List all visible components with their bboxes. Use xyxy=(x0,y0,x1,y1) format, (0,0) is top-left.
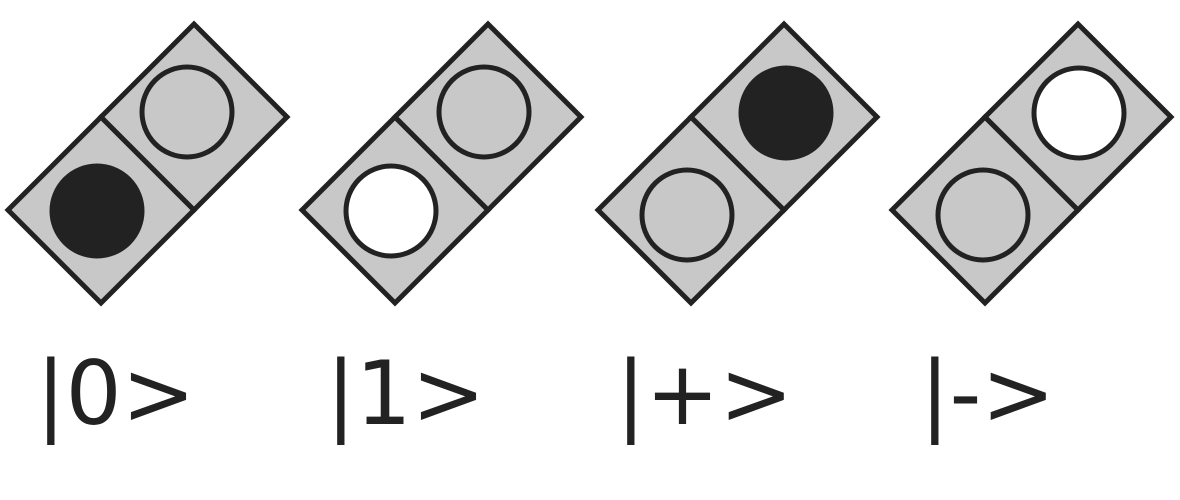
state-group: |1> xyxy=(298,20,585,446)
state-label: |-> xyxy=(920,342,1055,446)
lower-dot xyxy=(639,167,735,263)
lower-dot xyxy=(935,167,1031,263)
lower-dot xyxy=(49,163,145,259)
upper-dot xyxy=(436,64,532,160)
state-group: |0> xyxy=(4,20,291,446)
state-group: |+> xyxy=(594,20,881,446)
state-label: |+> xyxy=(616,342,793,446)
lower-dot xyxy=(343,163,439,259)
upper-dot xyxy=(1031,65,1127,161)
state-label: |1> xyxy=(326,342,485,446)
state-group: |-> xyxy=(888,20,1175,446)
upper-dot xyxy=(139,64,235,160)
state-label: |0> xyxy=(36,342,195,446)
upper-dot xyxy=(738,65,834,161)
